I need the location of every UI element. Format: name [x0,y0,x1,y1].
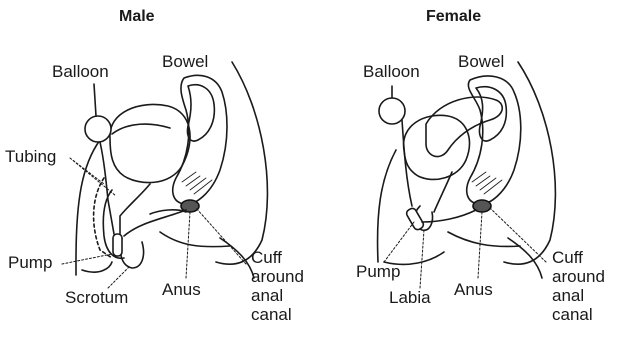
male-scrotum-label: Scrotum [65,288,128,307]
female-pump [405,207,425,231]
male-front-outline [76,140,100,275]
male-bowel-inner [187,85,214,141]
leader-pump [62,254,112,264]
male-leader-lines [62,158,246,288]
female-anatomy [378,62,556,288]
female-labia-label: Labia [389,288,431,307]
male-cuff-label: Cuff around anal canal [251,248,304,324]
female-bowel-outer [467,76,521,204]
male-pump [113,234,122,256]
male-pump-label: Pump [8,253,52,272]
leader-labia-f [420,230,424,288]
female-title: Female [426,8,481,26]
leader-cuff [196,208,246,264]
male-back-outline [216,62,267,264]
male-balloon-label: Balloon [52,62,109,81]
male-scrotum [120,238,143,268]
male-anus-label: Anus [162,280,201,299]
female-bladder [404,115,470,179]
male-cuff-line-2: around [251,267,304,286]
male-tubing-2 [124,210,186,236]
male-title: Male [119,8,155,26]
female-bowel-hatch [472,172,502,194]
female-cuff-label: Cuff around anal canal [552,248,605,324]
leader-tubing [70,158,116,196]
male-thigh-outline [82,262,112,272]
female-balloon-label: Balloon [363,62,420,81]
male-balloon-stem [94,84,96,116]
male-balloon [85,116,111,142]
female-pump-label: Pump [356,262,400,281]
leader-anus-f [478,212,482,278]
leader-cuff-f [490,208,546,262]
female-tubing-2 [422,210,476,222]
leader-scrotum [108,266,130,288]
female-back-outline [504,62,555,264]
male-bladder-top [112,124,170,134]
male-urethra [120,184,150,238]
male-bladder [110,104,190,182]
female-cuff-line-3: anal [552,286,605,305]
male-tubing-label: Tubing [5,147,56,166]
male-cuff-line-1: Cuff [251,248,304,267]
male-bowel-label: Bowel [162,52,208,71]
female-bowel-label: Bowel [458,52,504,71]
female-front-outline [378,150,396,262]
male-cuff-line-4: canal [251,305,304,324]
female-cuff-line-1: Cuff [552,248,605,267]
leader-pump-f [384,222,414,262]
female-cuff-line-2: around [552,267,605,286]
male-cuff-line-3: anal [251,286,304,305]
female-cuff-line-4: canal [552,305,605,324]
female-balloon [379,98,405,124]
female-anus-label: Anus [454,280,493,299]
male-anatomy [62,62,267,288]
